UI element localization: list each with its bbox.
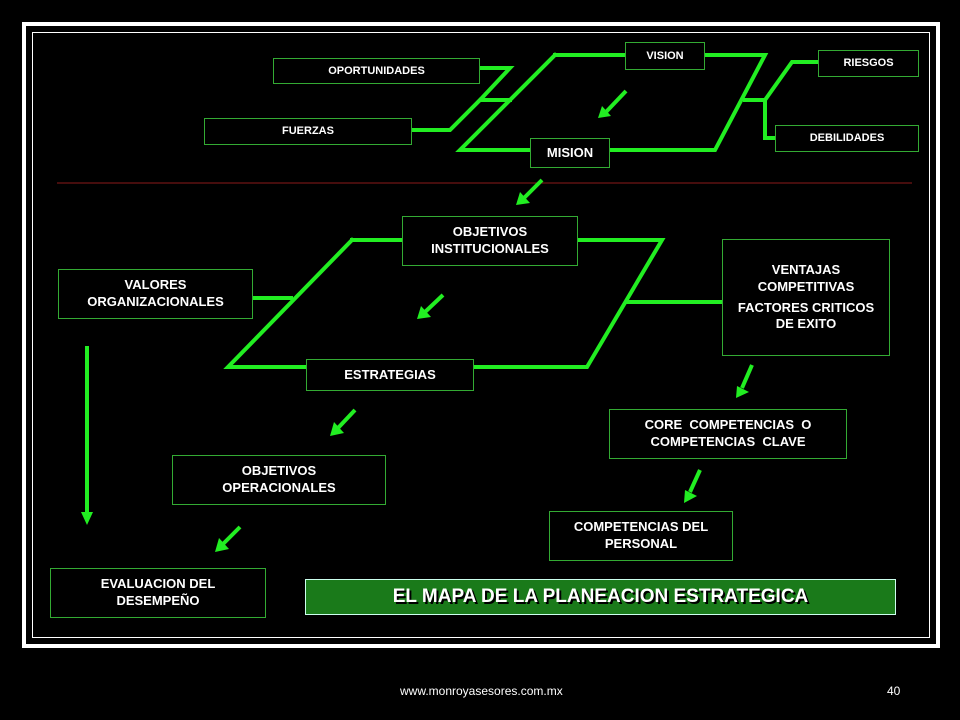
fuerzas-connector bbox=[410, 97, 483, 132]
riesgos-box: RIESGOS bbox=[818, 50, 919, 77]
arrow-core-competencias bbox=[684, 469, 702, 503]
arrow-mision-objetivos bbox=[516, 178, 544, 205]
oportunidades-connector bbox=[475, 66, 515, 102]
mision-box: MISION bbox=[530, 138, 610, 168]
objetivos-operacionales-box: OBJETIVOS OPERACIONALES bbox=[172, 455, 386, 505]
oportunidades-box: OPORTUNIDADES bbox=[273, 58, 480, 84]
slide-title: EL MAPA DE LA PLANEACION ESTRATEGICA bbox=[305, 579, 896, 615]
ventajas-label: VENTAJAS COMPETITIVAS bbox=[757, 261, 855, 294]
arrow-objetivos-estrategias bbox=[417, 293, 445, 319]
estrategias-box: ESTRATEGIAS bbox=[306, 359, 474, 391]
debilidades-connector bbox=[763, 98, 777, 140]
slide-frame-inner bbox=[32, 32, 930, 638]
core-competencias-box: CORE COMPETENCIAS O COMPETENCIAS CLAVE bbox=[609, 409, 847, 459]
objetivos-institucionales-box: OBJETIVOS INSTITUCIONALES bbox=[402, 216, 578, 266]
debilidades-box: DEBILIDADES bbox=[775, 125, 919, 152]
vision-box: VISION bbox=[625, 42, 705, 70]
ventajas-factores-box: VENTAJAS COMPETITIVAS FACTORES CRITICOS … bbox=[722, 239, 890, 356]
valores-organizacionales-box: VALORES ORGANIZACIONALES bbox=[58, 269, 253, 319]
arrow-ventajas-core bbox=[736, 364, 754, 398]
arrow-objop-evaluacion bbox=[215, 525, 242, 552]
arrow-vision-mision bbox=[598, 89, 628, 118]
competencias-personal-box: COMPETENCIAS DEL PERSONAL bbox=[549, 511, 733, 561]
riesgos-connector bbox=[743, 60, 820, 102]
valores-down-arrowhead bbox=[81, 512, 93, 525]
fuerzas-box: FUERZAS bbox=[204, 118, 412, 145]
footer-url[interactable]: www.monroyasesores.com.mx bbox=[400, 684, 563, 698]
page-number: 40 bbox=[887, 684, 901, 698]
evaluacion-desempeno-box: EVALUACION DEL DESEMPEÑO bbox=[50, 568, 266, 618]
slide-frame-outer bbox=[22, 22, 940, 648]
factores-label: FACTORES CRITICOS DE EXITO bbox=[737, 299, 875, 332]
arrow-estrategias-objop bbox=[330, 408, 357, 436]
